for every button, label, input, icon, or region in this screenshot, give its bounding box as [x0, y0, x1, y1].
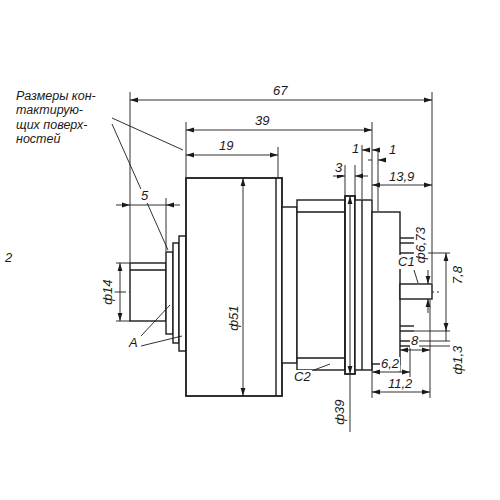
dimension: 67 — [272, 84, 288, 98]
figure-number: 2 — [4, 251, 13, 265]
dimension: 3 — [334, 161, 343, 175]
dimension: 39 — [254, 114, 270, 128]
dimension: 13,9 — [388, 170, 415, 184]
dimension: 19 — [218, 139, 234, 153]
diameter-dimension: ф14 — [101, 278, 115, 305]
dimension: 6,2 — [380, 357, 400, 371]
dimension: 1 — [351, 142, 360, 156]
terminal-label: С1 — [397, 255, 416, 269]
dimension: 5 — [140, 189, 149, 203]
dimension: 11,2 — [387, 377, 413, 391]
diameter-dimension: ф51 — [227, 304, 241, 331]
diameter-dimension: ф6,73 — [414, 226, 428, 264]
terminal-label: С2 — [293, 370, 312, 384]
diameter-dimension: ф39 — [333, 398, 347, 425]
dimension: 8 — [410, 334, 419, 348]
note: Размеры кон- тактирую- щих поверх- носте… — [15, 89, 109, 147]
diameter-dimension: ф1,3 — [451, 345, 465, 376]
dimension: 1 — [388, 143, 397, 157]
dimension: 7,8 — [451, 265, 465, 285]
callout-letter: А — [128, 336, 139, 350]
